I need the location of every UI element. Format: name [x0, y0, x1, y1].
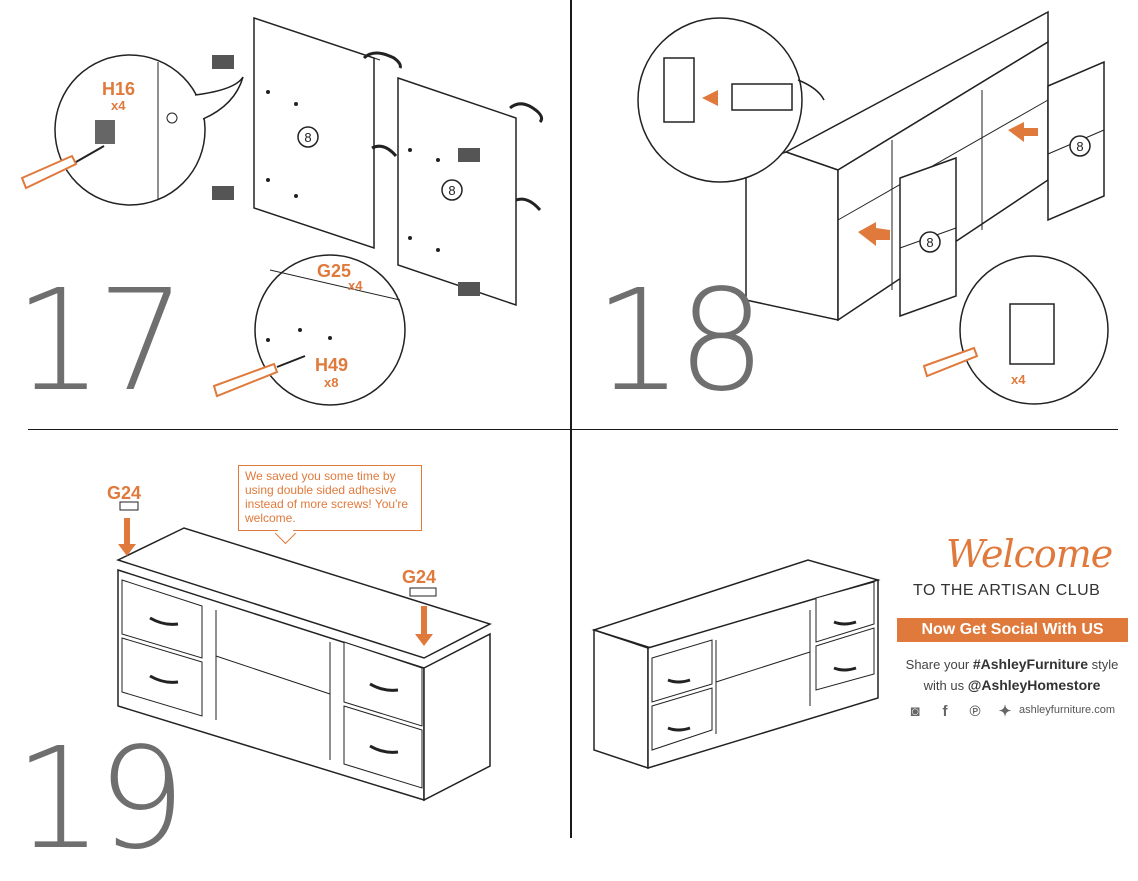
facebook-icon[interactable]: f [942, 703, 948, 720]
horizontal-divider [28, 429, 1118, 430]
part-label-right: 8 [448, 183, 455, 198]
step-17-panel: 8 8 H16 x4 G25 x4 H49 x8 17 [0, 0, 570, 429]
share-prefix: Share your [905, 657, 973, 672]
step-number: 18 [594, 260, 766, 423]
g25-qty: x4 [348, 278, 363, 293]
part-label-right: 8 [1076, 139, 1083, 154]
finished-product-illustration [591, 559, 881, 770]
share-text: Share your #AshleyFurniture style with u… [892, 654, 1132, 696]
artisan-club-subtitle: TO THE ARTISAN CLUB [913, 582, 1101, 599]
vertical-divider [570, 0, 572, 838]
step-18-panel: 8 8 x4 18 [572, 0, 1138, 429]
h49-qty: x8 [324, 375, 339, 390]
pinterest-icon[interactable]: ℗ [969, 703, 981, 720]
step-19-illustration [115, 501, 492, 802]
adhesive-note: We saved you some time by using double s… [238, 465, 422, 531]
twitter-icon[interactable]: ✦ [998, 703, 1012, 720]
social-icons: ◙ f ℗ ✦ [905, 702, 1015, 722]
part-label-left: 8 [926, 235, 933, 250]
website-link[interactable]: ashleyfurniture.com [1019, 704, 1115, 716]
step-19-panel: G24 G24 19 [0, 430, 570, 870]
g24-right-label: G24 [402, 567, 437, 587]
finished-product-panel [572, 430, 1138, 860]
h49-label: H49 [315, 355, 349, 375]
welcome-heading: Welcome [946, 532, 1113, 576]
social-cta-banner: Now Get Social With US [897, 618, 1128, 642]
hinge-qty: x4 [1011, 372, 1026, 387]
step-number: 19 [14, 718, 186, 881]
share-mid: style [1088, 657, 1119, 672]
h16-qty: x4 [111, 98, 126, 113]
part-label-left: 8 [304, 130, 311, 145]
g25-label: G25 [317, 261, 352, 281]
handle: @AshleyHomestore [967, 677, 1101, 693]
instagram-icon[interactable]: ◙ [910, 703, 920, 720]
step-17-illustration: 8 8 [20, 16, 544, 406]
step-number: 17 [14, 260, 186, 423]
h16-label: H16 [102, 79, 136, 99]
g24-left-label: G24 [107, 483, 142, 503]
hashtag: #AshleyFurniture [972, 656, 1088, 672]
share-line2-prefix: with us [923, 678, 968, 693]
step-18-illustration: 8 8 [637, 10, 1109, 405]
